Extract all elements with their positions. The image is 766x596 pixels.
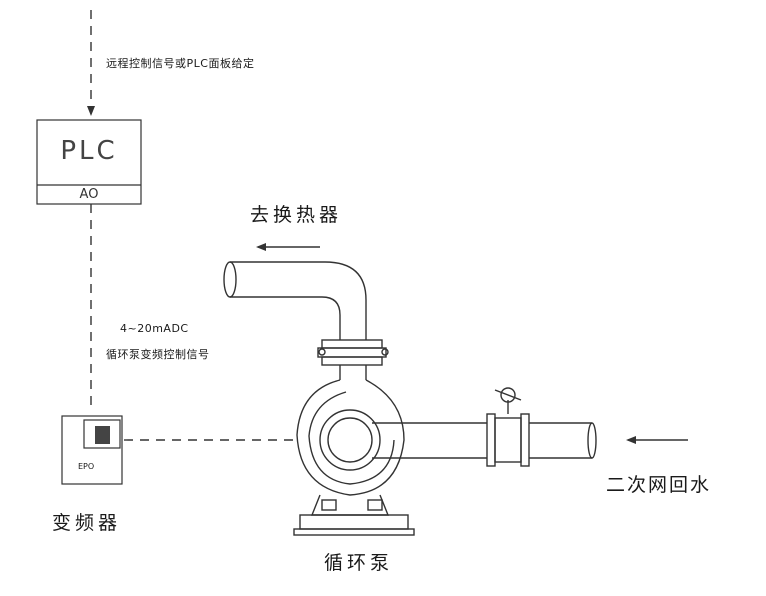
vfd-box [61,415,123,485]
control-signal-range: 4~20mADC [120,322,189,335]
control-signal-desc: 循环泵变频控制信号 [106,348,210,361]
vfd-panel [83,419,121,449]
inlet-label: 二次网回水 [606,474,712,496]
outlet-arrowhead [256,243,266,251]
vfd-display [95,426,110,444]
vfd-device-text: EPO [78,462,95,471]
inlet-pipe [372,387,597,467]
plc-title: PLC [60,136,118,166]
inlet-arrowhead [626,436,636,444]
outlet-pipe [223,261,389,380]
vfd-label: 变频器 [52,512,122,534]
plc-box [36,119,142,205]
outlet-label: 去换热器 [250,204,343,226]
pump-label: 循环泵 [324,552,394,574]
remote-signal-label: 远程控制信号或PLC面板给定 [106,57,255,70]
plc-port-label: AO [79,187,99,202]
remote-signal-arrow [87,106,95,116]
pump-body [293,379,415,536]
